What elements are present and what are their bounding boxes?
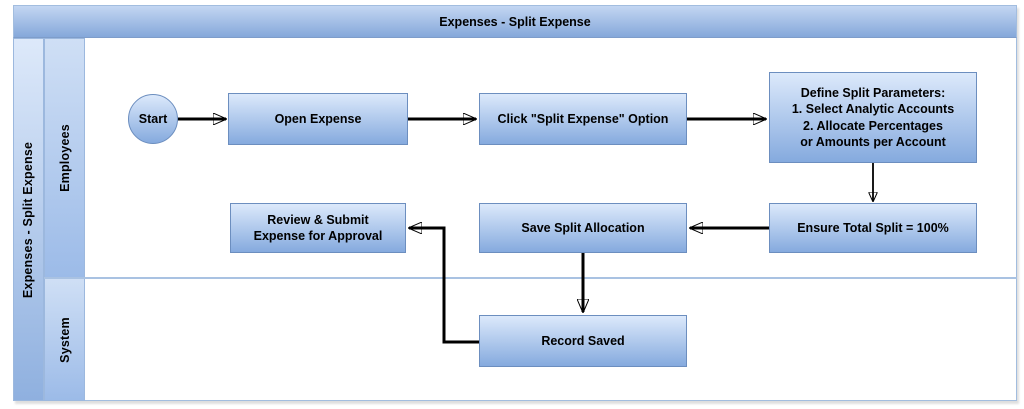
- define-split-line-3: 2. Allocate Percentages: [803, 118, 943, 133]
- lane-employees-text: Employees: [57, 124, 72, 192]
- node-record-saved-label: Record Saved: [541, 333, 625, 348]
- node-ensure-total-split: Ensure Total Split = 100%: [769, 203, 977, 253]
- node-open-expense: Open Expense: [228, 93, 408, 145]
- node-start-label: Start: [138, 111, 168, 126]
- lane-divider: [44, 277, 1017, 279]
- node-open-expense-label: Open Expense: [274, 111, 362, 126]
- define-split-line-2: 1. Select Analytic Accounts: [791, 102, 955, 116]
- review-submit-line-1: Review & Submit: [267, 212, 369, 227]
- node-review-submit-expense: Review & Submit Expense for Approval: [230, 203, 406, 253]
- node-ensure-total-split-label: Ensure Total Split = 100%: [797, 220, 949, 235]
- lane-system-text: System: [57, 316, 72, 363]
- node-save-split-allocation: Save Split Allocation: [479, 203, 687, 253]
- define-split-line-1: Define Split Parameters:: [800, 85, 946, 100]
- pool-side-label-strip: Expenses - Split Expense: [13, 38, 44, 401]
- node-click-split-option-label: Click "Split Expense" Option: [497, 111, 669, 126]
- pool-side-label: Expenses - Split Expense: [21, 141, 36, 298]
- node-record-saved: Record Saved: [479, 315, 687, 367]
- node-click-split-option: Click "Split Expense" Option: [479, 93, 687, 145]
- node-save-split-allocation-label: Save Split Allocation: [521, 220, 645, 235]
- lane-label-employees: Employees: [44, 38, 85, 278]
- pool-title-bar: Expenses - Split Expense: [13, 5, 1017, 38]
- pool-title: Expenses - Split Expense: [439, 14, 591, 29]
- lane-label-system: System: [44, 278, 85, 401]
- define-split-line-4: or Amounts per Account: [800, 135, 946, 149]
- review-submit-line-2: Expense for Approval: [253, 229, 383, 243]
- node-start: Start: [128, 94, 178, 144]
- node-define-split-parameters: Define Split Parameters: 1. Select Analy…: [769, 72, 977, 163]
